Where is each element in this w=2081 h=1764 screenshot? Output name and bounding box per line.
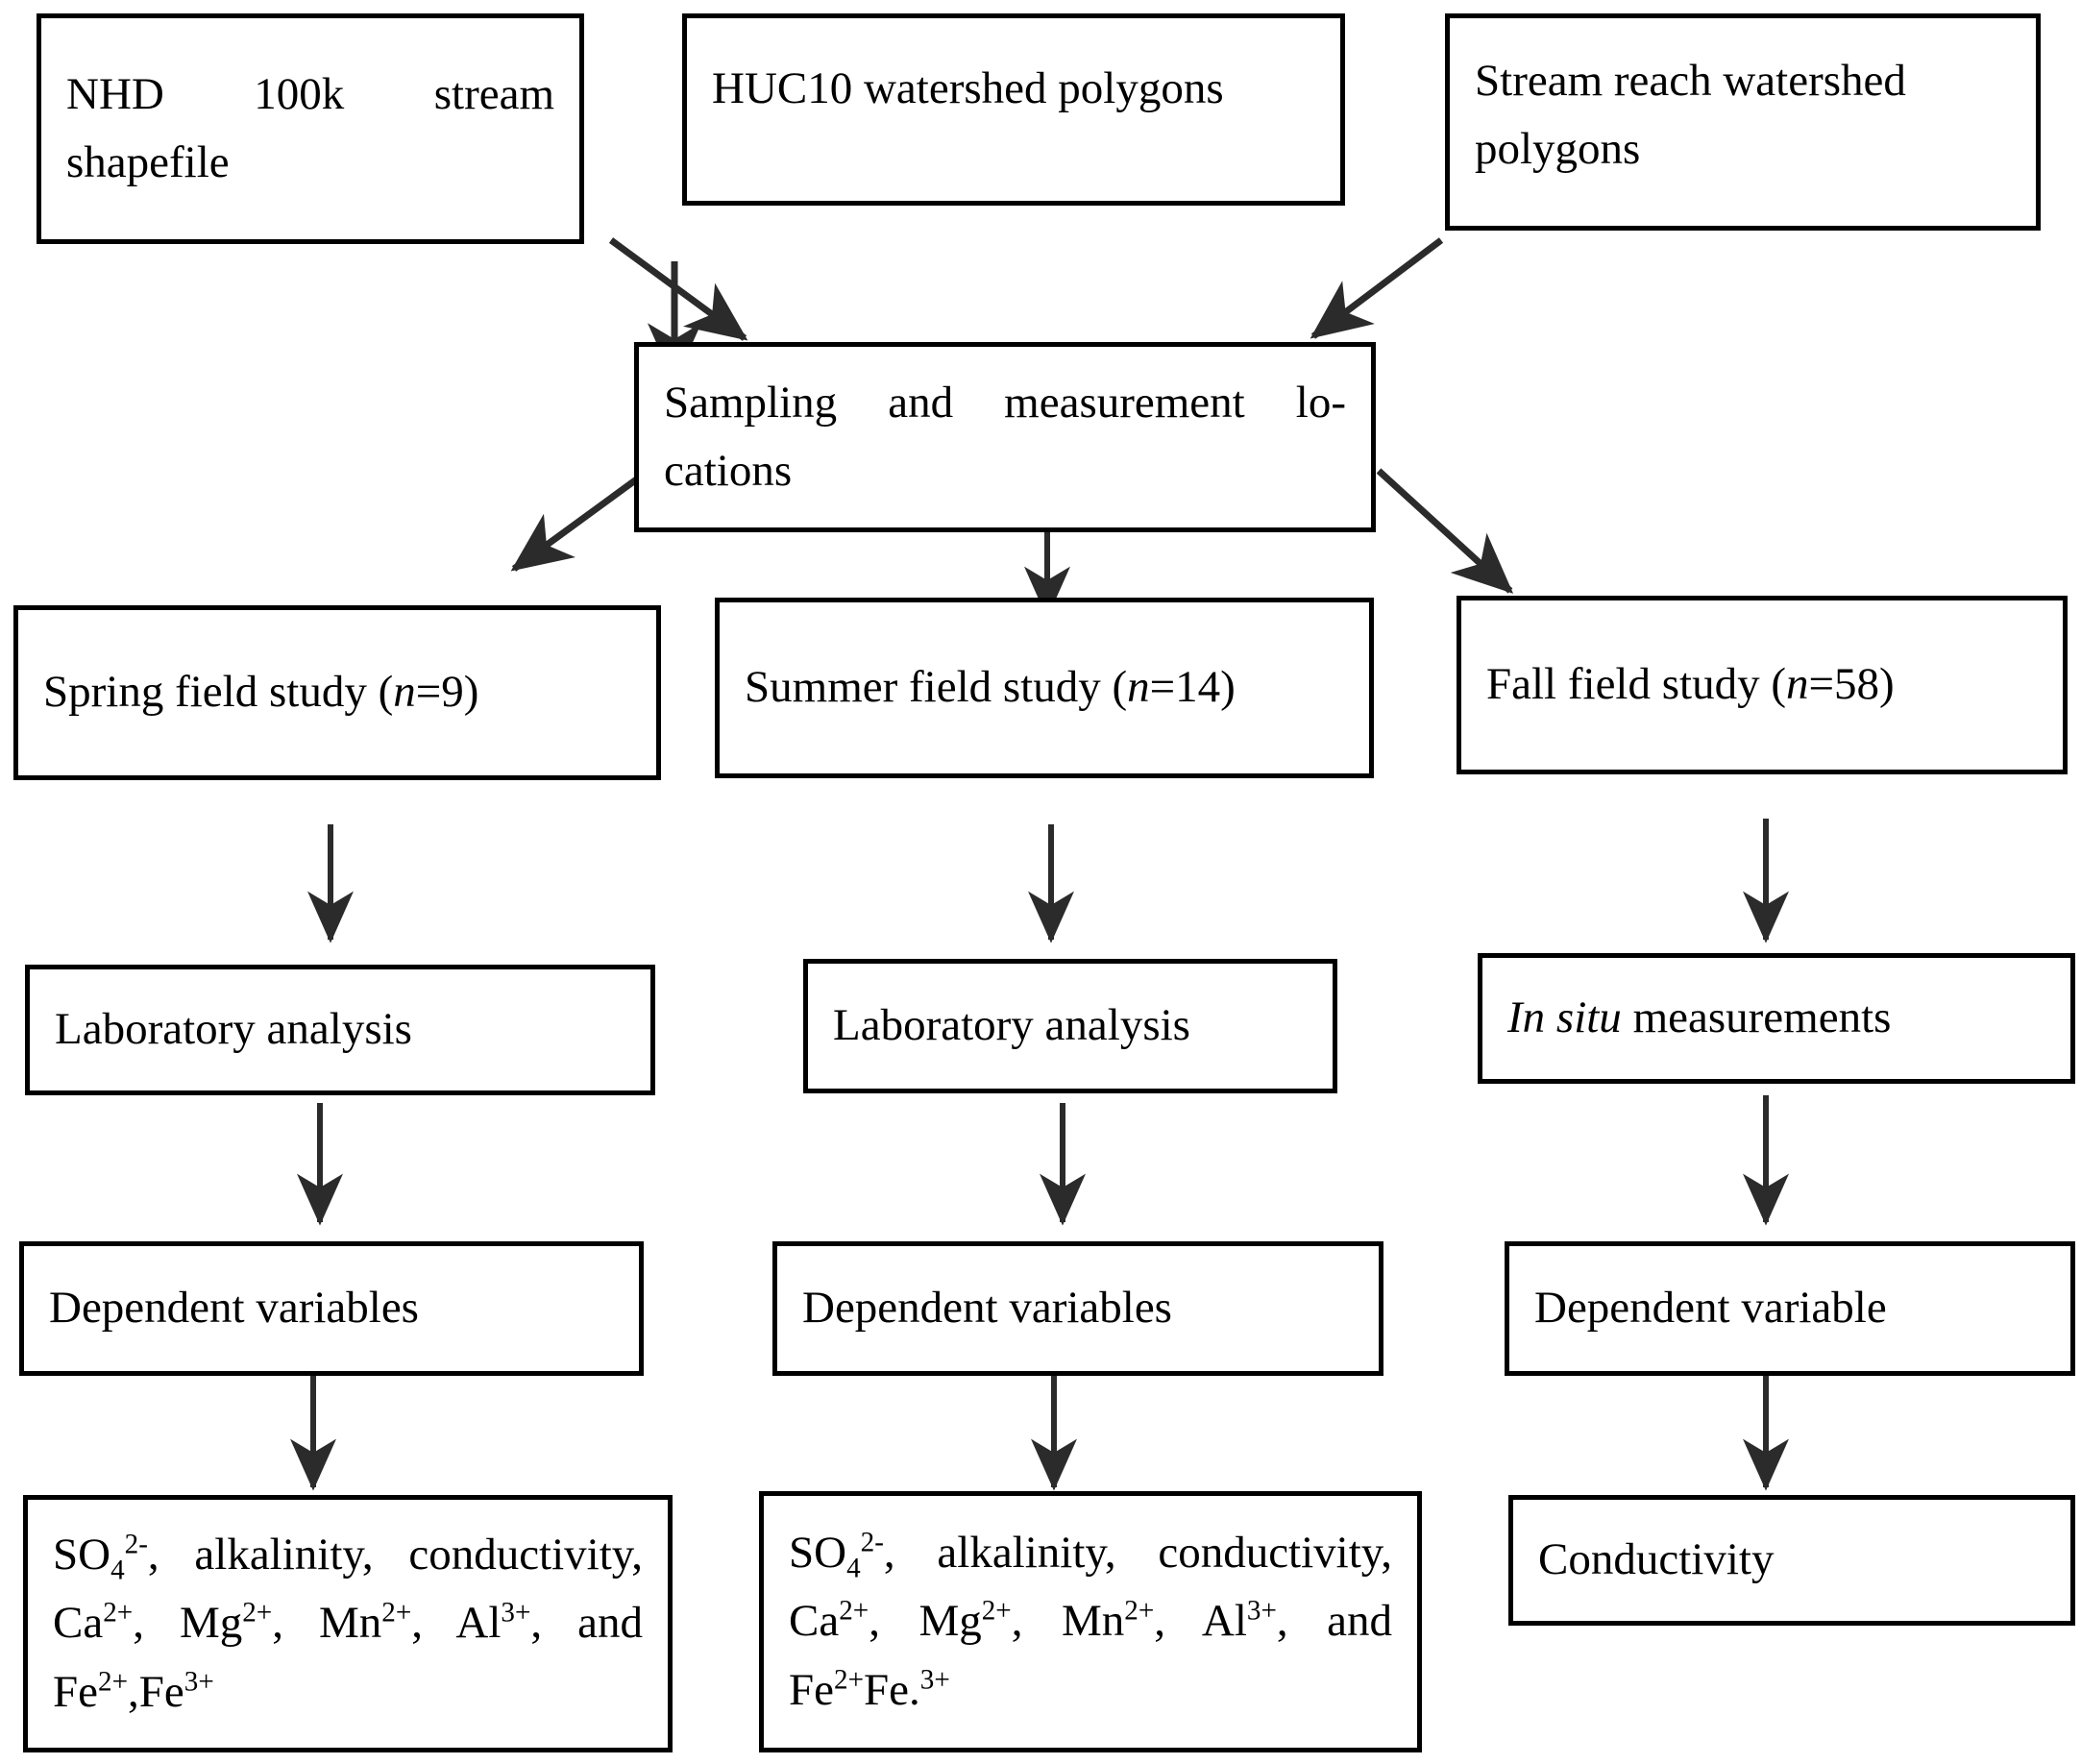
edge-sampling-to-spring bbox=[510, 470, 649, 572]
node-lab-analysis-spring[interactable]: Laboratory analysis bbox=[25, 965, 655, 1095]
node-variables-spring[interactable]: SO42-, alkalinity, conductivity, Ca2+, M… bbox=[23, 1495, 673, 1752]
node-huc10-label: HUC10 watershed polygons bbox=[712, 63, 1224, 113]
node-variables-fall-label: Conductivity bbox=[1538, 1534, 1775, 1585]
node-variables-summer-label: SO42-, alkalinity, conductivity, Ca2+, M… bbox=[789, 1527, 1392, 1715]
node-summer-field-study[interactable]: Summer field study (n=14) bbox=[715, 598, 1374, 778]
edge-nhd-to-sampling bbox=[608, 237, 748, 341]
spring-label-suffix: =9) bbox=[415, 667, 479, 718]
node-sampling-locations[interactable]: Sampling and measurement lo-cations bbox=[634, 342, 1376, 532]
insitu-label-suffix: measurements bbox=[1621, 992, 1892, 1043]
node-lab-analysis-summer-label: Laboratory analysis bbox=[833, 1000, 1190, 1051]
node-fall-field-study[interactable]: Fall field study (n=58) bbox=[1457, 596, 2068, 774]
summer-label-suffix: =14) bbox=[1149, 662, 1236, 713]
node-huc10[interactable]: HUC10 watershed polygons bbox=[682, 13, 1345, 206]
fall-label-italic-n: n bbox=[1786, 659, 1809, 710]
node-variables-fall[interactable]: Conductivity bbox=[1508, 1495, 2075, 1626]
node-reach-polygons-label: Stream reach watershed polygons bbox=[1475, 56, 1906, 175]
edge-reachpolygons-to-sampling bbox=[1310, 237, 1444, 339]
node-lab-analysis-spring-label: Laboratory analysis bbox=[55, 1004, 412, 1055]
node-lab-analysis-summer[interactable]: Laboratory analysis bbox=[803, 959, 1337, 1093]
node-dependent-variables-summer[interactable]: Dependent variables bbox=[772, 1241, 1383, 1376]
spring-label-italic-n: n bbox=[393, 667, 416, 718]
node-dependent-variable-fall[interactable]: Dependent variable bbox=[1505, 1241, 2075, 1376]
node-dependent-variables-spring[interactable]: Dependent variables bbox=[19, 1241, 644, 1376]
node-reach-polygons[interactable]: Stream reach watershed polygons bbox=[1445, 13, 2041, 231]
summer-label-prefix: Summer field study ( bbox=[745, 662, 1128, 713]
fall-label-suffix: =58) bbox=[1808, 659, 1895, 710]
node-dependent-variables-spring-label: Dependent variables bbox=[49, 1283, 419, 1334]
edge-sampling-to-fall bbox=[1376, 468, 1514, 594]
node-summer-field-study-label: Summer field study (n=14) bbox=[720, 653, 1369, 722]
fall-label-prefix: Fall field study ( bbox=[1486, 659, 1786, 710]
node-insitu-measurements-label: In situ measurements bbox=[1482, 984, 2070, 1052]
node-variables-spring-label: SO42-, alkalinity, conductivity, Ca2+, M… bbox=[53, 1529, 643, 1717]
spring-label-prefix: Spring field study ( bbox=[43, 667, 394, 718]
insitu-label-italic: In situ bbox=[1507, 992, 1622, 1043]
node-insitu-measurements[interactable]: In situ measurements bbox=[1478, 953, 2075, 1084]
node-nhd-shapefile[interactable]: NHD 100k stream shapefile bbox=[37, 13, 584, 244]
node-spring-field-study[interactable]: Spring field study (n=9) bbox=[13, 605, 661, 780]
node-sampling-locations-label: Sampling and measurement lo-cations bbox=[664, 377, 1346, 496]
node-spring-field-study-label: Spring field study (n=9) bbox=[18, 658, 656, 726]
node-fall-field-study-label: Fall field study (n=58) bbox=[1461, 650, 2063, 719]
node-nhd-shapefile-label: NHD 100k stream shapefile bbox=[66, 68, 554, 187]
summer-label-italic-n: n bbox=[1127, 662, 1150, 713]
node-variables-summer[interactable]: SO42-, alkalinity, conductivity, Ca2+, M… bbox=[759, 1491, 1422, 1752]
node-dependent-variable-fall-label: Dependent variable bbox=[1534, 1283, 1887, 1334]
node-dependent-variables-summer-label: Dependent variables bbox=[802, 1283, 1172, 1334]
